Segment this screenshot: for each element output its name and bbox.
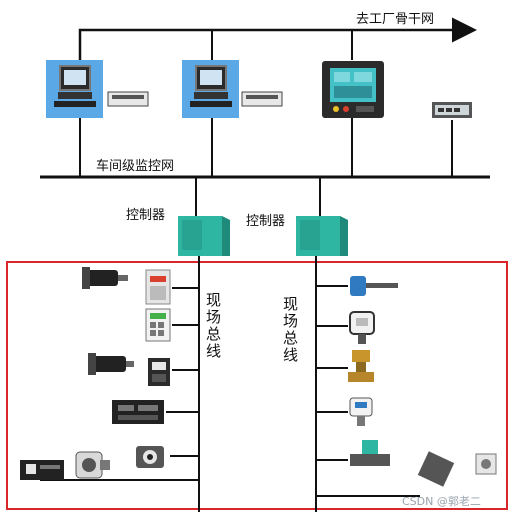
- level-switch-icon: [349, 397, 373, 426]
- pressure-transmitter-icon: [349, 311, 375, 344]
- servo-motor-1-icon: [82, 267, 128, 289]
- factory-backbone-line: [78, 17, 477, 61]
- controller-right-icon: [296, 216, 348, 256]
- watermark-text: CSDN @郭老二: [402, 495, 481, 508]
- controller-left-label: 控制器: [126, 208, 166, 223]
- workstation-2-icon: [182, 60, 283, 118]
- network-device-icon: [432, 102, 472, 118]
- servo-motor-2-icon: [88, 353, 134, 375]
- remote-io-device-icon: [20, 460, 64, 480]
- control-valve-icon: [348, 350, 374, 382]
- gas-analyzer-icon: [417, 451, 455, 487]
- sensor-head-icon: [475, 453, 497, 475]
- controller-right-label: 控制器: [246, 214, 286, 229]
- workshop-network-label: 车间级监控网: [96, 159, 175, 174]
- fieldbus-right-label: 现场总线: [281, 296, 299, 364]
- fieldbus-left-label: 现场总线: [204, 292, 222, 360]
- factory-backbone-label: 去工厂骨干网: [356, 12, 435, 27]
- servo-drive-2-icon: [148, 358, 170, 386]
- plc-module-icon: [145, 308, 171, 342]
- temperature-sensor-icon: [350, 276, 398, 296]
- industrial-camera-icon: [136, 446, 164, 468]
- flow-meter-icon: [350, 440, 390, 466]
- operator-panel-icon: [322, 61, 384, 118]
- field-level-frame: [6, 261, 508, 510]
- io-terminal-icon: [112, 400, 164, 424]
- workstation-1-icon: [46, 60, 149, 118]
- motor-with-gear-icon: [75, 451, 110, 479]
- controller-left-icon: [178, 216, 230, 256]
- servo-drive-1-icon: [145, 269, 171, 305]
